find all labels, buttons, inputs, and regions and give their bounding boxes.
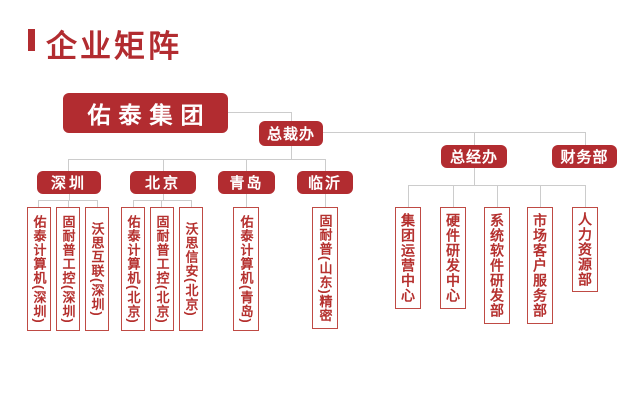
connector-line <box>68 159 326 160</box>
node-gm-office: 总经办 <box>441 145 507 168</box>
connector-line <box>408 185 585 186</box>
page-title: 企业矩阵 <box>46 29 182 64</box>
node-dept-hardware-rd: 硬件研发中心 <box>440 207 466 309</box>
connector-line <box>228 112 292 113</box>
connector-line <box>38 200 39 207</box>
connector-line <box>163 194 164 201</box>
node-company-yutai-shenzhen: 佑泰计算机(深圳) <box>27 207 51 331</box>
connector-line <box>474 168 475 186</box>
node-branch-beijing: 北京 <box>130 171 196 194</box>
connector-line <box>291 112 292 121</box>
connector-line <box>408 185 409 207</box>
connector-line <box>497 185 498 207</box>
node-company-gunaipu-beijing: 固耐普工控(北京) <box>150 207 174 331</box>
connector-line <box>246 159 247 171</box>
connector-line <box>585 132 586 145</box>
node-president-office: 总裁办 <box>259 121 323 146</box>
connector-line <box>38 200 97 201</box>
node-dept-market-customer-service: 市场客户服务部 <box>527 207 553 324</box>
connector-line <box>191 200 192 207</box>
connector-line <box>291 146 292 160</box>
connector-line <box>68 200 69 207</box>
node-company-gunaipu-shandong: 固耐普(山东)精密 <box>312 207 338 329</box>
connector-line <box>133 200 134 207</box>
connector-line <box>163 159 164 171</box>
connector-line <box>585 185 586 207</box>
node-yutai-group: 佑泰集团 <box>63 93 228 133</box>
connector-line <box>97 200 98 207</box>
connector-line <box>325 159 326 171</box>
connector-line <box>540 185 541 207</box>
node-dept-group-operations: 集团运营中心 <box>395 207 421 309</box>
node-company-gunaipu-shenzhen: 固耐普工控(深圳) <box>56 207 80 331</box>
connector-line <box>69 194 70 201</box>
connector-line <box>323 132 586 133</box>
connector-line <box>161 200 162 207</box>
node-company-wosi-beijing: 沃思信安(北京) <box>179 207 203 331</box>
node-company-wosi-shenzhen: 沃思互联(深圳) <box>85 207 109 331</box>
node-dept-system-software-rd: 系统软件研发部 <box>484 207 510 324</box>
node-finance-dept: 财务部 <box>552 145 617 168</box>
connector-line <box>133 200 191 201</box>
connector-line <box>453 185 454 207</box>
connector-line <box>246 194 247 207</box>
node-branch-qingdao: 青岛 <box>218 171 275 194</box>
connector-line <box>68 159 69 171</box>
node-branch-shenzhen: 深圳 <box>37 171 101 194</box>
node-dept-human-resources: 人力资源部 <box>572 207 598 292</box>
node-company-yutai-qingdao: 佑泰计算机(青岛) <box>233 207 259 331</box>
node-company-yutai-beijing: 佑泰计算机(北京) <box>121 207 145 331</box>
node-branch-linyi: 临沂 <box>297 171 353 194</box>
connector-line <box>325 194 326 207</box>
connector-line <box>474 132 475 145</box>
title-accent-bar <box>28 29 35 51</box>
